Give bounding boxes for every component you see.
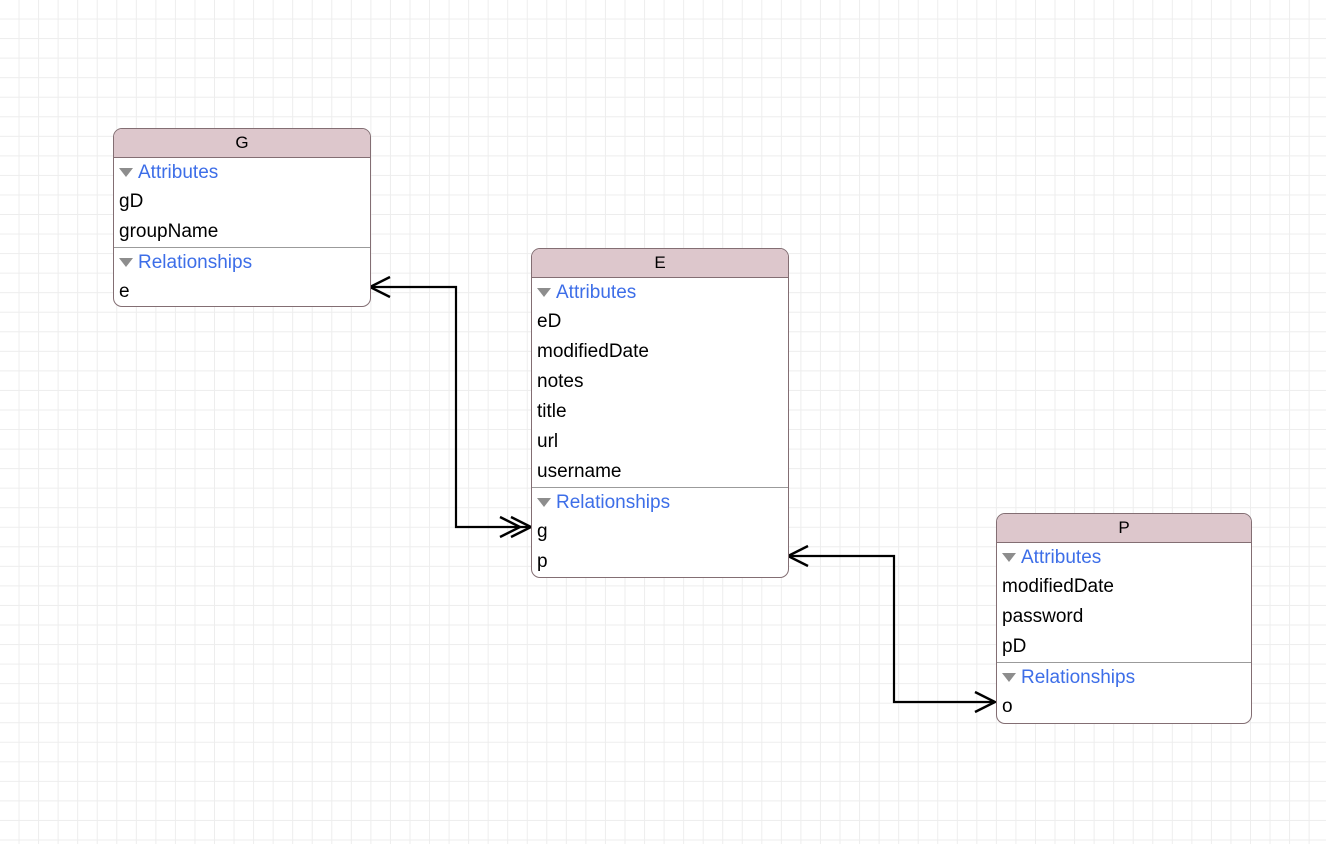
attributes-section-e: Attributes eD modifiedDate notes title u… (532, 278, 788, 487)
attributes-section-g: Attributes gD groupName (114, 158, 370, 247)
chevron-down-icon[interactable] (537, 498, 551, 507)
attributes-label: Attributes (1021, 547, 1102, 568)
relationships-section-p: Relationships o (997, 662, 1251, 722)
arrowhead-to-one-p-o (974, 690, 998, 714)
chevron-down-icon[interactable] (1002, 553, 1016, 562)
arrowhead-to-many-e-g (499, 515, 523, 539)
chevron-down-icon[interactable] (1002, 673, 1016, 682)
entity-title-g: G (114, 129, 370, 158)
attribute-row[interactable]: password (1002, 606, 1084, 627)
relationships-section-header-p[interactable]: Relationships (997, 663, 1251, 692)
relationships-label: Relationships (1021, 667, 1136, 688)
chevron-down-icon[interactable] (537, 288, 551, 297)
entity-box-g[interactable]: G Attributes gD groupName Relationships … (113, 128, 371, 307)
relationship-row[interactable]: e (119, 281, 130, 302)
attributes-section-p: Attributes modifiedDate password pD (997, 543, 1251, 662)
relationship-row[interactable]: o (1002, 696, 1013, 717)
entity-title-e: E (532, 249, 788, 278)
attributes-label: Attributes (556, 282, 637, 303)
arrowhead-to-one-e-p (785, 544, 809, 568)
relationships-section-e: Relationships g p (532, 487, 788, 577)
relationships-label: Relationships (138, 252, 253, 273)
attributes-label: Attributes (138, 162, 219, 183)
chevron-down-icon[interactable] (119, 258, 133, 267)
attributes-section-header-p[interactable]: Attributes (997, 543, 1251, 572)
attribute-row[interactable]: notes (537, 371, 584, 392)
relationships-section-g: Relationships e (114, 247, 370, 306)
attributes-section-header-g[interactable]: Attributes (114, 158, 370, 187)
attribute-row[interactable]: username (537, 461, 622, 482)
attribute-row[interactable]: pD (1002, 636, 1027, 657)
attribute-row[interactable]: groupName (119, 221, 219, 242)
chevron-down-icon[interactable] (119, 168, 133, 177)
entity-box-p[interactable]: P Attributes modifiedDate password pD Re… (996, 513, 1252, 724)
relationships-section-header-g[interactable]: Relationships (114, 248, 370, 277)
attributes-section-header-e[interactable]: Attributes (532, 278, 788, 307)
attribute-row[interactable]: eD (537, 311, 562, 332)
attribute-row[interactable]: modifiedDate (1002, 576, 1114, 597)
relationships-section-header-e[interactable]: Relationships (532, 488, 788, 517)
relationship-row[interactable]: g (537, 521, 548, 542)
attribute-row[interactable]: url (537, 431, 559, 452)
connection-e-p (785, 544, 998, 714)
entity-title-p: P (997, 514, 1251, 543)
relationships-label: Relationships (556, 492, 671, 513)
arrowhead-to-one-g (367, 275, 391, 299)
connection-g-e (367, 275, 534, 539)
attribute-row[interactable]: title (537, 401, 567, 422)
attribute-row[interactable]: modifiedDate (537, 341, 649, 362)
attribute-row[interactable]: gD (119, 191, 144, 212)
entity-box-e[interactable]: E Attributes eD modifiedDate notes title… (531, 248, 789, 578)
arrowhead-to-many-e-g-2 (510, 515, 534, 539)
relationship-row[interactable]: p (537, 551, 548, 572)
